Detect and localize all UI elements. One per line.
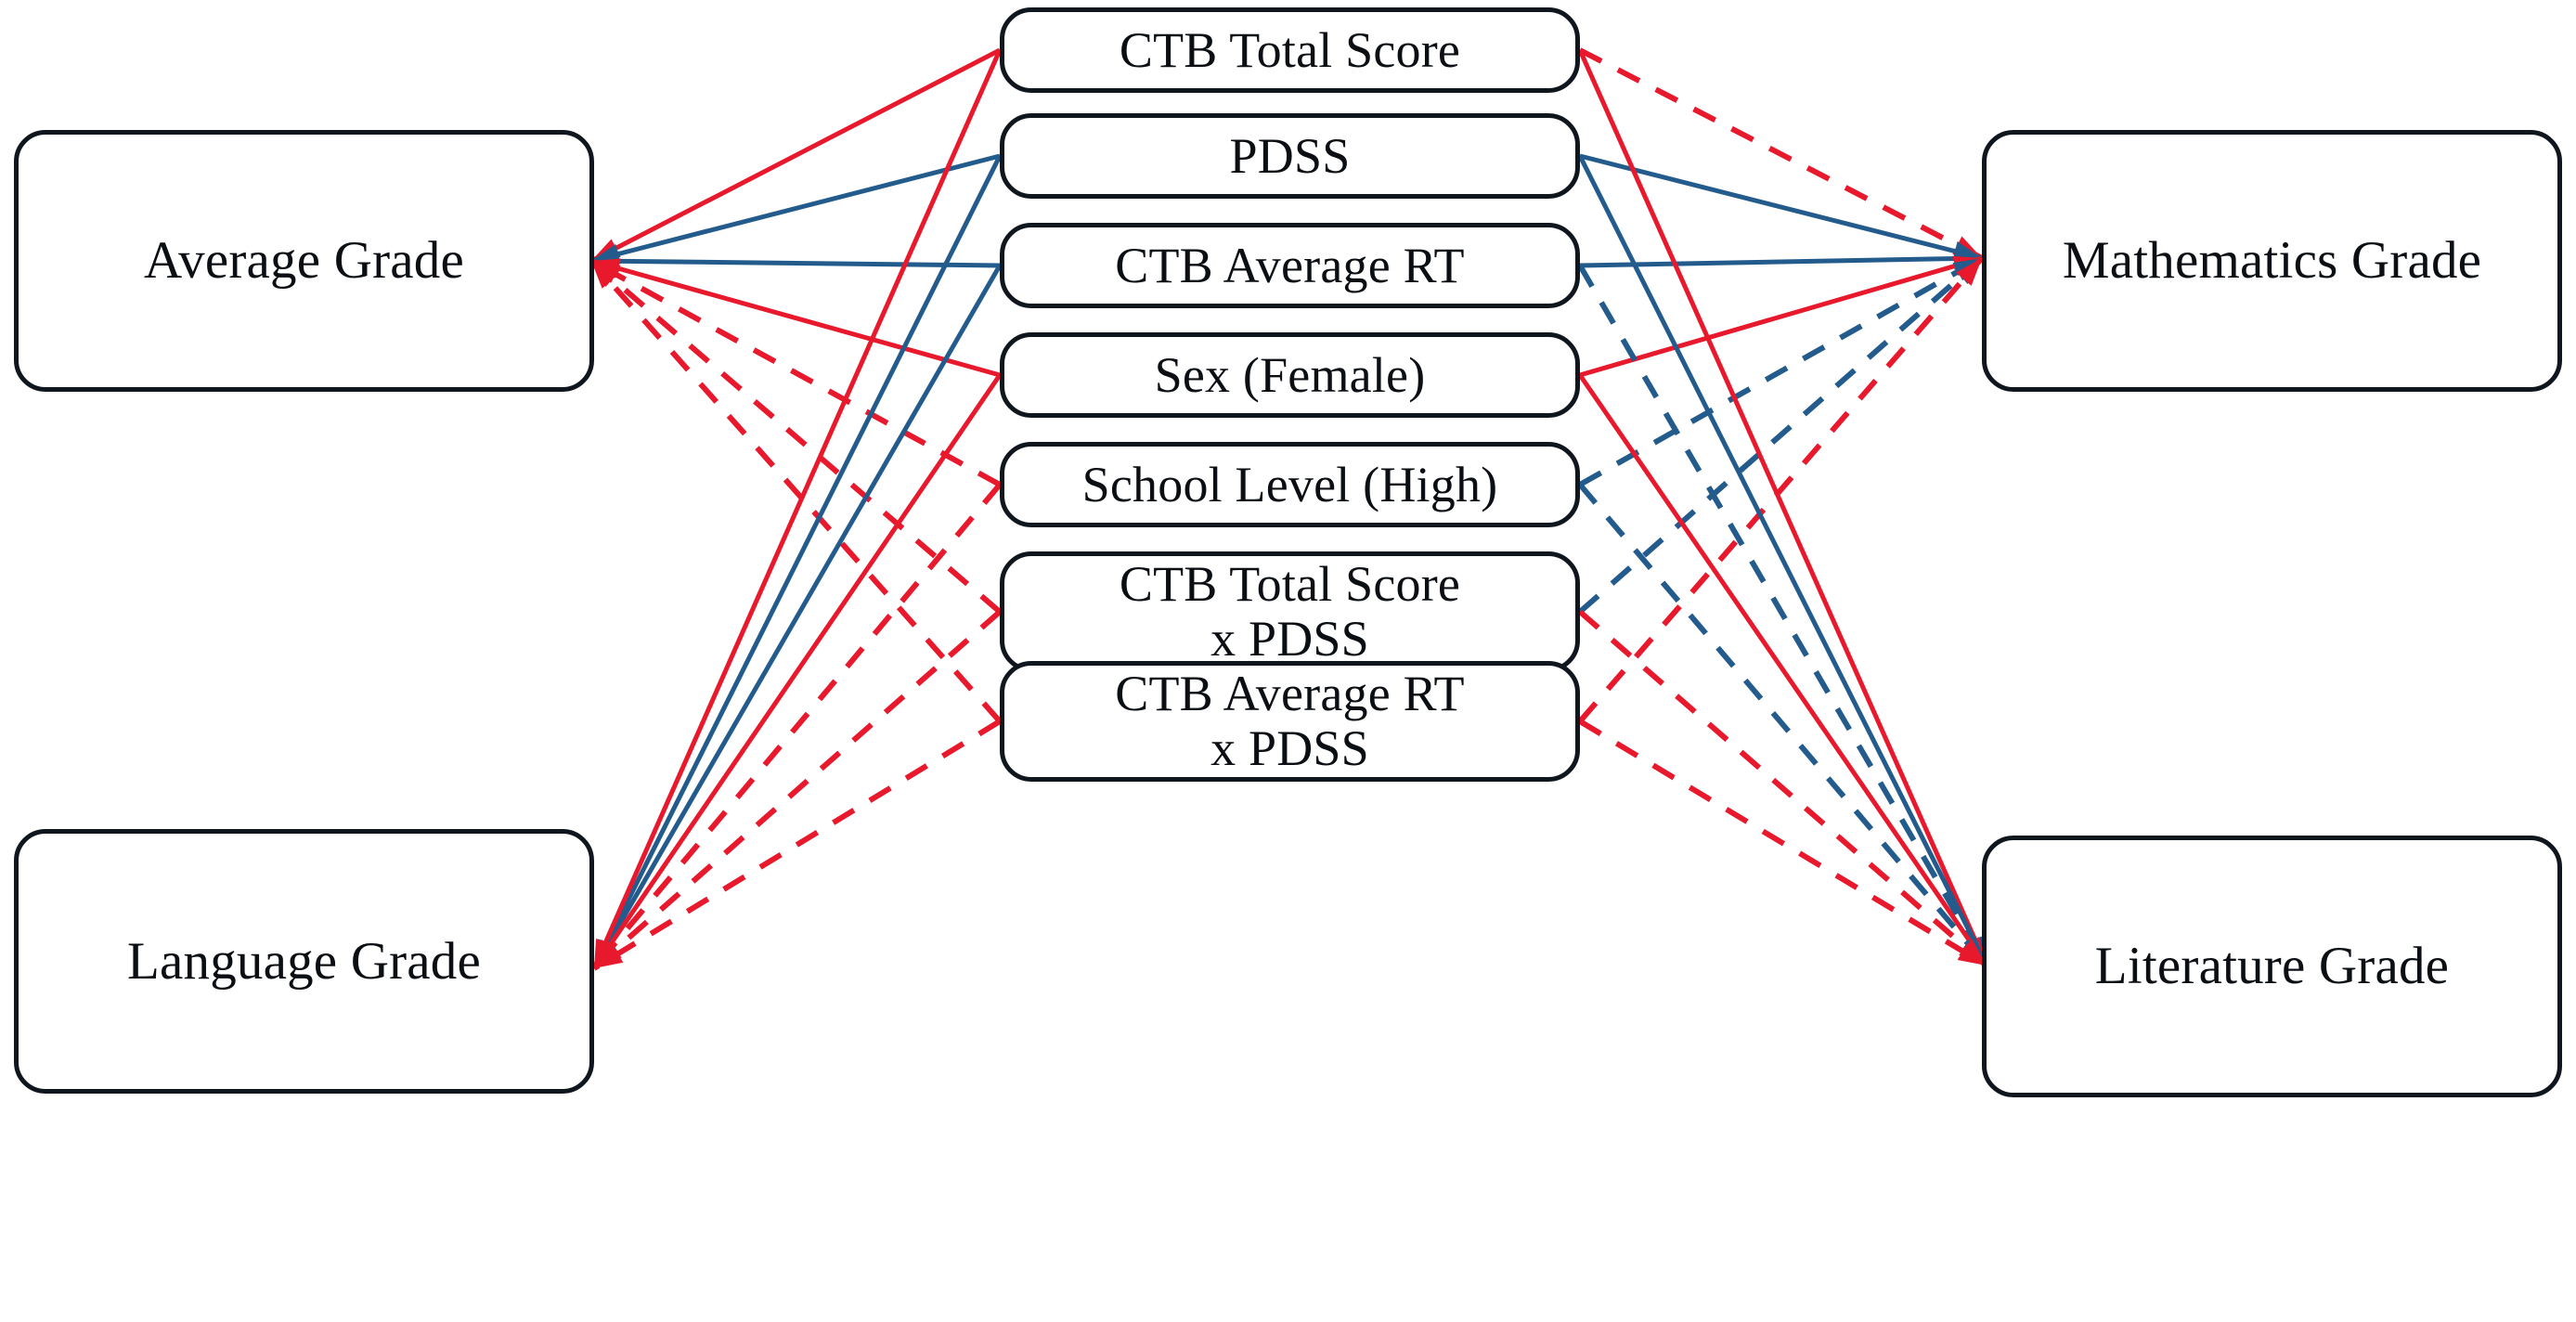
node-label-pdss: PDSS: [1229, 127, 1351, 184]
node-label-ctb-rt-x-pdss: CTB Average RT x PDSS: [1115, 665, 1465, 776]
edge-ctb-total-x-pdss-to-literature-grade: [1578, 609, 1988, 968]
edge-school-level-high-to-language-grade: [591, 483, 1003, 970]
arrowhead-ctb-rt-x-pdss-to-mathematics-grade: [1956, 258, 1982, 286]
edge-pdss-to-language-grade: [591, 154, 1003, 970]
node-ctb-average-rt[interactable]: CTB Average RT: [1000, 223, 1580, 308]
edge-ctb-rt-x-pdss-to-language-grade: [592, 719, 1002, 971]
node-label-ctb-total-x-pdss: CTB Total Score x PDSS: [1119, 555, 1461, 667]
edge-ctb-average-rt-to-language-grade: [591, 264, 1003, 970]
edge-school-level-high-to-literature-grade: [1577, 483, 1989, 967]
node-label-ctb-average-rt: CTB Average RT: [1115, 237, 1465, 293]
edge-ctb-total-score-to-average-grade: [589, 47, 1002, 264]
edge-ctb-total-x-pdss-to-average-grade: [589, 258, 1002, 615]
node-ctb-rt-x-pdss[interactable]: CTB Average RT x PDSS: [1000, 661, 1580, 782]
edge-school-level-high-to-average-grade: [589, 258, 1002, 487]
edge-ctb-average-rt-to-literature-grade: [1577, 264, 1989, 967]
edge-ctb-average-rt-to-mathematics-grade: [1579, 255, 1983, 268]
edge-school-level-high-to-mathematics-grade: [1578, 255, 1984, 487]
node-ctb-total-score[interactable]: CTB Total Score: [1000, 7, 1580, 93]
node-average-grade[interactable]: Average Grade: [14, 130, 594, 392]
node-mathematics-grade[interactable]: Mathematics Grade: [1982, 130, 2562, 392]
edge-pdss-to-mathematics-grade: [1579, 153, 1983, 261]
edge-ctb-total-score-to-mathematics-grade: [1578, 47, 1984, 261]
edge-ctb-total-x-pdss-to-language-grade: [592, 609, 1002, 971]
edge-pdss-to-average-grade: [590, 153, 1001, 264]
node-label-average-grade: Average Grade: [144, 231, 464, 291]
edge-sex-female-to-literature-grade: [1577, 373, 1989, 967]
node-label-school-level-high: School Level (High): [1081, 456, 1498, 512]
node-label-language-grade: Language Grade: [126, 931, 481, 991]
node-ctb-total-x-pdss[interactable]: CTB Total Score x PDSS: [1000, 551, 1580, 672]
edge-ctb-rt-x-pdss-to-mathematics-grade: [1577, 256, 1985, 723]
node-pdss[interactable]: PDSS: [1000, 113, 1580, 199]
node-label-sex-female: Sex (Female): [1154, 346, 1426, 403]
edge-sex-female-to-mathematics-grade: [1579, 255, 1983, 378]
node-label-literature-grade: Literature Grade: [2094, 937, 2450, 996]
node-language-grade[interactable]: Language Grade: [14, 829, 594, 1094]
edge-ctb-total-score-to-literature-grade: [1577, 48, 1989, 967]
edge-ctb-rt-x-pdss-to-literature-grade: [1578, 719, 1988, 968]
arrowhead-ctb-rt-x-pdss-to-average-grade: [591, 261, 618, 289]
node-label-mathematics-grade: Mathematics Grade: [2062, 231, 2482, 291]
edge-ctb-total-score-to-language-grade: [591, 48, 1003, 970]
node-label-ctb-total-score: CTB Total Score: [1119, 21, 1461, 78]
edge-ctb-rt-x-pdss-to-average-grade: [589, 259, 1003, 723]
node-school-level-high[interactable]: School Level (High): [1000, 442, 1580, 527]
arrowhead-ctb-rt-x-pdss-to-literature-grade: [1957, 942, 1987, 966]
edge-sex-female-to-average-grade: [590, 258, 1001, 378]
node-literature-grade[interactable]: Literature Grade: [1982, 836, 2562, 1097]
edge-ctb-total-x-pdss-to-mathematics-grade: [1578, 255, 1984, 615]
node-sex-female[interactable]: Sex (Female): [1000, 332, 1580, 418]
edge-pdss-to-literature-grade: [1577, 154, 1989, 967]
edge-sex-female-to-language-grade: [591, 373, 1003, 970]
arrowhead-ctb-rt-x-pdss-to-language-grade: [594, 945, 624, 968]
edge-ctb-average-rt-to-average-grade: [590, 258, 1001, 268]
